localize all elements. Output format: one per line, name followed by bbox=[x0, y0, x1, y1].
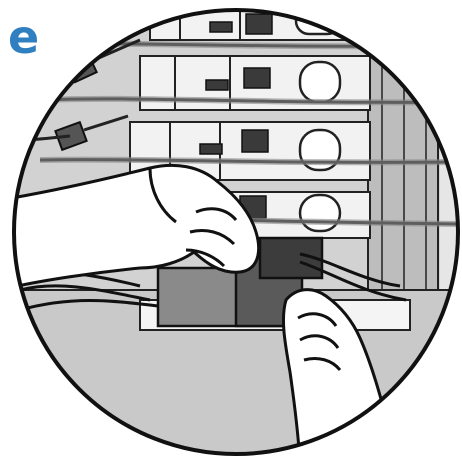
circular-illustration bbox=[0, 0, 462, 463]
instruction-step-figure: e bbox=[0, 0, 462, 463]
